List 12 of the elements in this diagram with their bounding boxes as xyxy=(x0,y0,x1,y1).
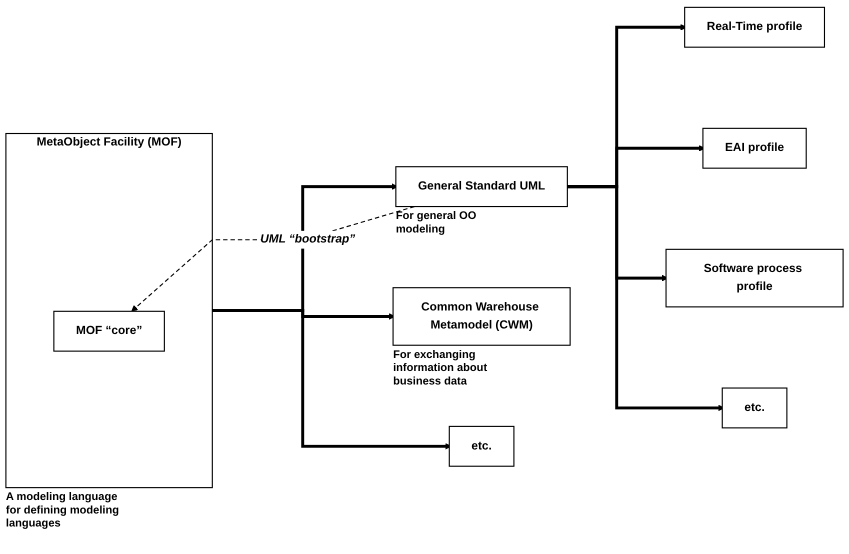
node-box: EAI profile xyxy=(702,128,807,169)
node-label: For exchanging information about business data xyxy=(393,348,488,388)
node-box: General Standard UML xyxy=(395,166,568,208)
node-box: Common Warehouse Metamodel (CWM) xyxy=(392,287,571,346)
node-label: A modeling language for defining modeling languages xyxy=(6,490,120,530)
node-box: etc. xyxy=(448,426,514,467)
node-box: MOF “core” xyxy=(53,310,165,352)
node-box: etc. xyxy=(722,387,788,428)
edge-label: UML “bootstrap” xyxy=(260,233,356,246)
node-box: Software process profile xyxy=(665,248,844,308)
node-box: Real-Time profile xyxy=(684,6,826,48)
node-label: For general OO modeling xyxy=(396,209,476,236)
